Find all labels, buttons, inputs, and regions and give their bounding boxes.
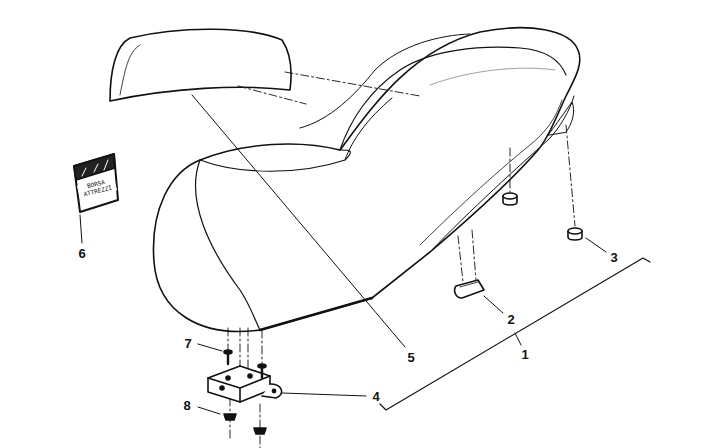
callout-number: 4 [372,390,379,403]
callout-number: 2 [507,313,514,326]
hinge-bracket [208,366,282,402]
callout-number: 7 [184,337,191,350]
leader-line [80,95,606,414]
callout-number: 6 [78,247,85,260]
group-bracket [380,258,650,410]
bumper [455,280,484,298]
tool-bag [74,154,118,212]
callout-number: 8 [183,399,190,412]
seat-body [153,28,579,332]
callout-number: 5 [407,351,414,364]
screw [224,350,266,378]
callout-number: 1 [521,348,528,361]
callout-number: 3 [610,251,617,264]
rubber-pad [503,193,582,240]
nut [224,414,266,434]
backrest-pad [110,29,291,101]
